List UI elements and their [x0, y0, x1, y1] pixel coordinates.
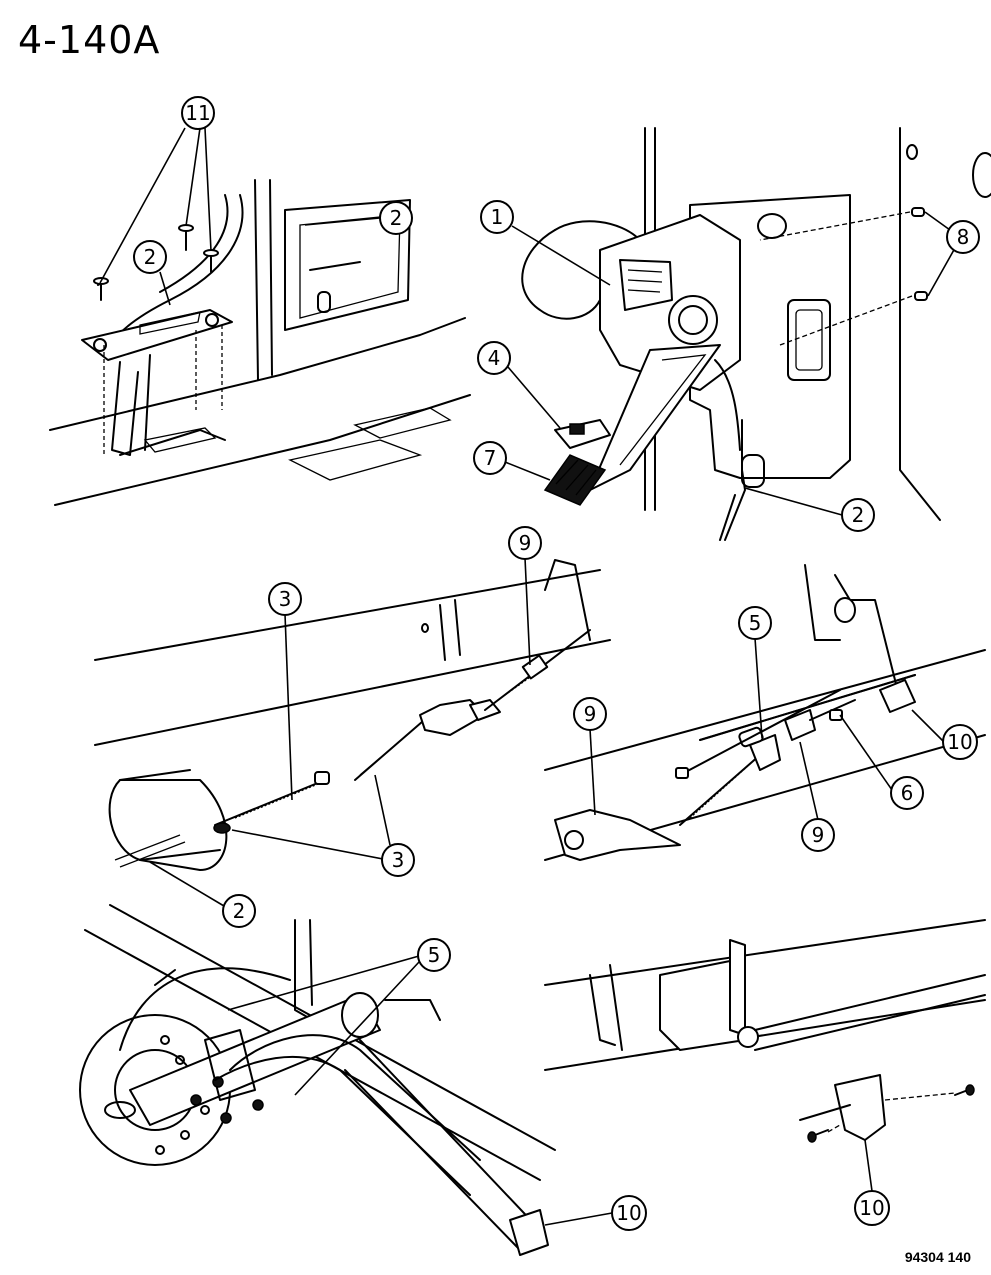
- callouts: 11 2 2 1 8 4 7: [99, 96, 980, 1231]
- front-cable-view: [94, 559, 611, 871]
- svg-text:2: 2: [144, 245, 157, 269]
- callout-1: 1: [480, 200, 611, 286]
- callout-9: 9: [799, 741, 835, 852]
- callout-8: 8: [924, 211, 980, 297]
- screw-icon: [954, 1084, 975, 1096]
- stud-icon: [914, 291, 928, 301]
- callout-11: 11: [99, 96, 215, 284]
- svg-text:3: 3: [279, 587, 292, 611]
- svg-text:9: 9: [812, 823, 825, 847]
- svg-text:9: 9: [519, 531, 532, 555]
- callout-6: 6: [839, 714, 924, 810]
- switch-bracket: [554, 419, 611, 449]
- callout-2: 2: [133, 240, 171, 306]
- page-title: 4-140A: [18, 18, 161, 62]
- svg-text:2: 2: [852, 503, 865, 527]
- svg-text:2: 2: [390, 206, 403, 230]
- figure-code: 94304 140: [904, 1249, 971, 1265]
- svg-text:9: 9: [584, 702, 597, 726]
- floor-bracket-view: [49, 179, 471, 506]
- callout-2: 2: [304, 201, 413, 235]
- callout-7: 7: [473, 441, 551, 481]
- callout-3: 3: [268, 582, 302, 801]
- svg-text:2: 2: [233, 899, 246, 923]
- callout-3: 3: [231, 774, 415, 877]
- svg-text:8: 8: [957, 225, 970, 249]
- svg-text:11: 11: [185, 101, 210, 125]
- svg-text:10: 10: [616, 1201, 641, 1225]
- svg-text:5: 5: [428, 943, 441, 967]
- svg-text:7: 7: [484, 446, 497, 470]
- svg-text:5: 5: [749, 611, 762, 635]
- callout-10: 10: [854, 1139, 890, 1226]
- callout-2: 2: [149, 861, 256, 928]
- callout-5: 5: [227, 938, 451, 1096]
- callout-2: 2: [744, 487, 875, 532]
- callout-5: 5: [738, 606, 772, 739]
- frame-bracket-view: [544, 919, 986, 1143]
- svg-text:6: 6: [901, 781, 914, 805]
- screw-icon: [178, 224, 194, 251]
- rear-axle-view: [79, 904, 556, 1256]
- callout-9: 9: [573, 697, 607, 816]
- svg-text:10: 10: [859, 1196, 884, 1220]
- equalizer-view: [544, 564, 986, 861]
- screw-icon: [807, 1129, 829, 1143]
- callout-4: 4: [477, 341, 561, 429]
- callout-10: 10: [544, 1195, 647, 1231]
- callout-9: 9: [508, 526, 542, 666]
- svg-text:4: 4: [488, 346, 501, 370]
- svg-text:3: 3: [392, 848, 405, 872]
- callout-10: 10: [911, 709, 978, 760]
- svg-text:1: 1: [491, 205, 504, 229]
- pedal-pad: [543, 454, 607, 506]
- pedal-assembly-view: [521, 127, 991, 541]
- stud-icon: [911, 207, 925, 217]
- svg-text:10: 10: [947, 730, 972, 754]
